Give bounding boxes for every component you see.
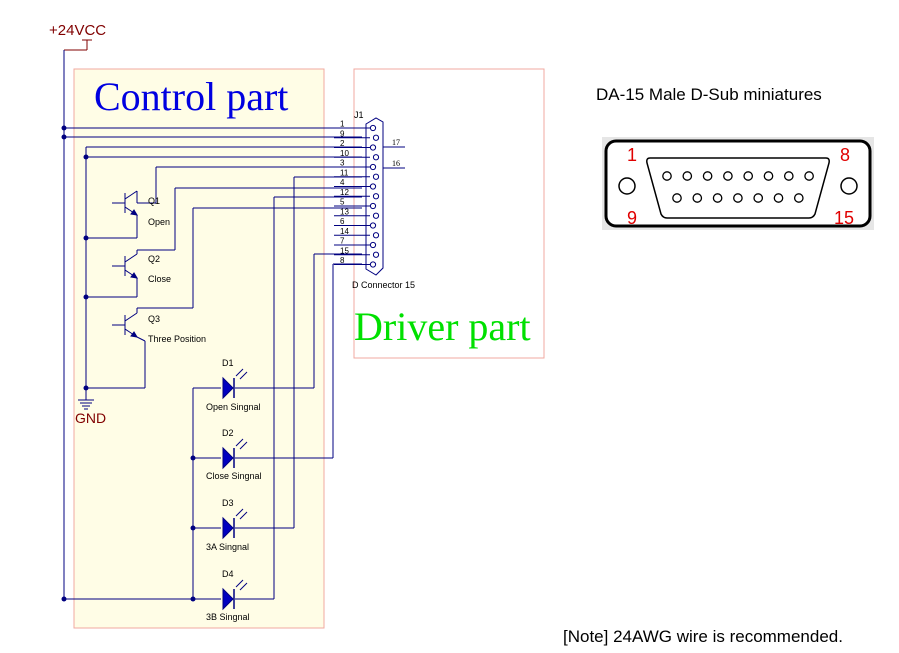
q3-ref: Q3 (148, 314, 160, 324)
dsub-pin-holes (662, 171, 814, 203)
dsub-title: DA-15 Male D-Sub miniatures (596, 85, 822, 104)
d3-value: 3A Singnal (206, 542, 249, 552)
connector-pin-9-number: 9 (340, 129, 345, 138)
connector-pin-11-number: 11 (340, 168, 349, 177)
d4-ref: D4 (222, 569, 234, 579)
connector-name: D Connector 15 (352, 280, 415, 290)
q1-ref: Q1 (148, 196, 160, 206)
dsub-pin-hole-15 (793, 193, 804, 203)
connector-pin-15-contact (372, 251, 380, 258)
connector-pin-8-contact (369, 261, 377, 268)
dsub-pin-hole-2 (682, 171, 693, 181)
side-pin-17: 17 (392, 138, 400, 147)
dsub-pin-hole-6 (763, 171, 774, 181)
connector-body (365, 117, 384, 276)
dsub-connector (602, 137, 874, 230)
connector-pin-8-number: 8 (340, 256, 345, 265)
side-pin-16: 16 (392, 159, 400, 168)
driver-part-title: Driver part (354, 304, 531, 349)
d2-ref: D2 (222, 428, 234, 438)
dsub-pin-hole-5 (743, 171, 754, 181)
transistor-q3 (112, 308, 146, 342)
connector-pin-2-contact (369, 144, 377, 151)
connector-pin-4-contact (369, 183, 377, 190)
connector-pin-14-number: 14 (340, 227, 349, 236)
transistor-q1 (112, 190, 138, 238)
dsub-pin-hole-12 (733, 193, 743, 203)
q3-value: Three Position (148, 334, 206, 344)
dsub-pin-1-label: 1 (627, 145, 637, 165)
wire-note: [Note] 24AWG wire is recommended. (563, 627, 843, 646)
q2-ref: Q2 (148, 254, 160, 264)
connector-pin-7-number: 7 (340, 237, 345, 246)
dsub-pin-hole-10 (692, 193, 703, 203)
led-d2 (222, 438, 248, 470)
connector-side-pins (383, 146, 405, 169)
connector-pin-3-contact (369, 163, 377, 171)
connector-ref: J1 (354, 110, 364, 120)
d1-value: Open Singnal (206, 402, 261, 412)
dsub-pin-hole-4 (723, 171, 733, 181)
connector-pin-1-contact (369, 124, 377, 132)
control-part-title: Control part (94, 74, 288, 119)
connector-pin-1-number: 1 (340, 120, 345, 129)
d2-value: Close Singnal (206, 471, 262, 481)
d1-ref: D1 (222, 358, 234, 368)
d3-ref: D3 (222, 498, 234, 508)
junctions (61, 125, 196, 602)
led-d3 (222, 508, 248, 540)
connector-pin-9-contact (372, 134, 380, 141)
connector-pin-3-number: 3 (340, 159, 345, 168)
connector-pin-12-contact (372, 193, 380, 200)
q1-value: Open (148, 217, 170, 227)
connector-pin-13-contact (372, 212, 380, 219)
dsub-pin-hole-8 (804, 171, 814, 181)
vcc-symbol (64, 39, 92, 51)
connector-pin-11-contact (372, 173, 380, 180)
dsub-pin-hole-14 (773, 193, 784, 203)
dsub-pin-15-label: 15 (834, 208, 854, 228)
connector-pin-10-number: 10 (340, 149, 349, 158)
connector-pin-5-number: 5 (340, 198, 345, 207)
control-part-box (73, 68, 325, 629)
q2-value: Close (148, 274, 171, 284)
gnd-symbol (78, 399, 94, 410)
driver-part-box (353, 68, 545, 359)
dsub-pin-hole-11 (712, 193, 723, 203)
led-d4 (222, 579, 248, 611)
connector-pin-7-contact (369, 241, 377, 249)
connector-pin-12-number: 12 (340, 188, 349, 197)
dsub-pin-hole-3 (702, 171, 713, 181)
connector-pin-14-contact (372, 232, 380, 239)
dsub-pin-hole-1 (662, 171, 672, 181)
dsub-pin-9-label: 9 (627, 208, 637, 228)
connector-pin-2-number: 2 (340, 139, 345, 148)
connector-pin-5-contact (369, 202, 377, 210)
connector-pin-4-number: 4 (340, 178, 345, 187)
connector-pin-13-number: 13 (340, 207, 349, 216)
connector-pin-10-contact (372, 154, 380, 161)
transistor-q2 (112, 250, 138, 297)
dsub-pin-8-label: 8 (840, 145, 850, 165)
d4-value: 3B Singnal (206, 612, 250, 622)
dsub-pin-hole-9 (672, 193, 682, 203)
connector-pin-6-contact (369, 222, 377, 229)
led-d1 (222, 368, 248, 400)
gnd-label: GND (75, 410, 106, 426)
vcc-label: +24VCC (49, 22, 106, 39)
dsub-pin-hole-13 (753, 193, 764, 203)
connector-pin-15-number: 15 (340, 246, 349, 255)
connector-pin-6-number: 6 (340, 217, 345, 226)
dsub-pin-hole-7 (783, 171, 794, 181)
